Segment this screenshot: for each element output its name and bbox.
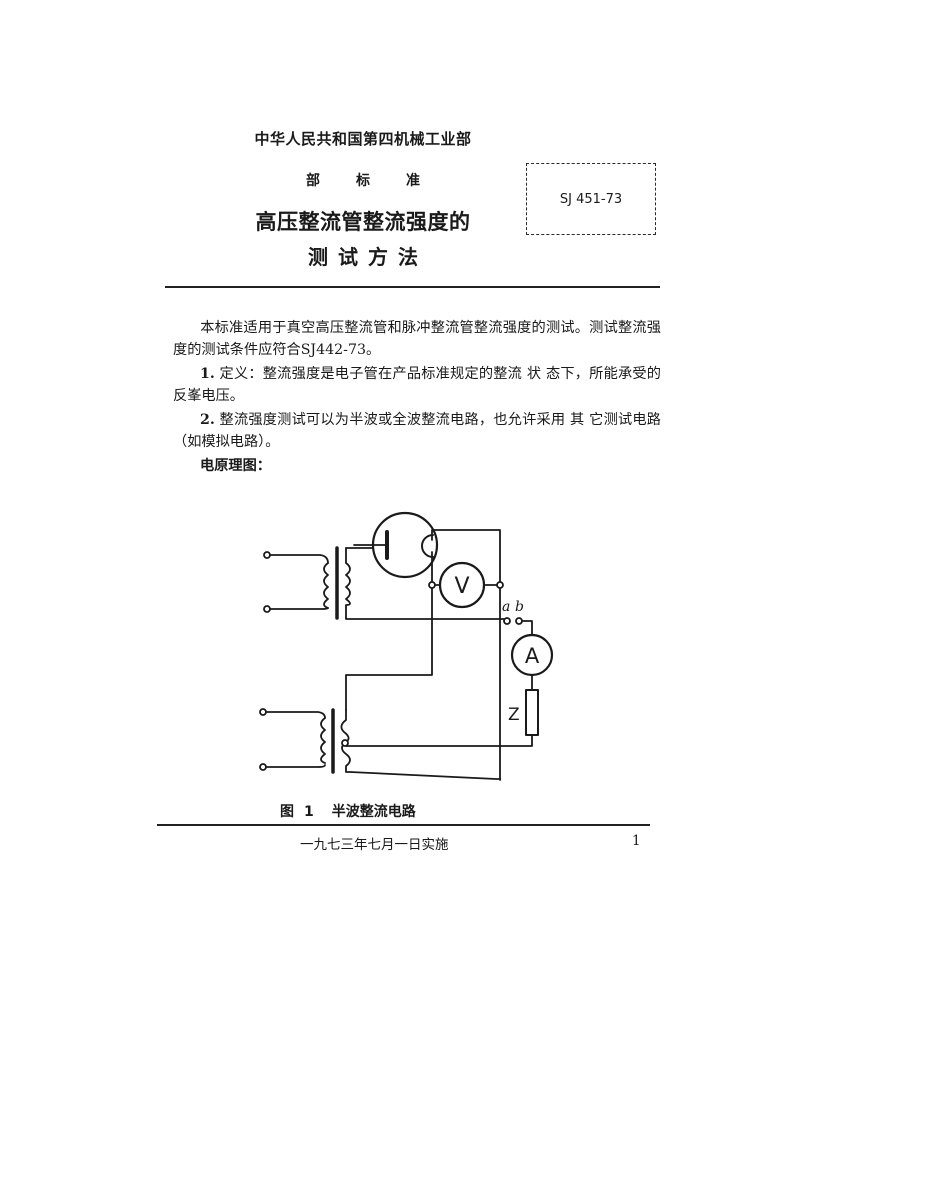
clause-2: 2. 整流强度测试可以为半波或全波整流电路，也允许采用 其 它测试电路（如模拟电… xyxy=(173,409,661,453)
page-number: 1 xyxy=(632,833,641,849)
standard-number: SJ 451-73 xyxy=(559,191,623,207)
effective-date: 一九七三年七月一日实施 xyxy=(300,837,449,853)
issuing-organization: 中华人民共和国第四机械工业部 xyxy=(254,130,472,148)
impedance-label: Z xyxy=(508,705,520,725)
clause-number: 2. xyxy=(200,412,215,428)
header-divider xyxy=(165,286,660,288)
ammeter-label: A xyxy=(525,644,540,668)
clause-text: 定义：整流强度是电子管在产品标准规定的整流 状 态下，所能承受的反峯电压。 xyxy=(173,366,661,404)
clause-number: 1. xyxy=(200,366,215,382)
upper-transformer-icon xyxy=(263,546,351,620)
standard-type-char: 标 xyxy=(356,173,370,189)
voltmeter-icon xyxy=(428,561,504,609)
title-char: 测 xyxy=(308,245,328,269)
clause-1: 1. 定义：整流强度是电子管在产品标准规定的整流 状 态下，所能承受的反峯电压。 xyxy=(173,363,661,407)
lower-transformer-icon xyxy=(259,708,501,780)
figure-label: 图 xyxy=(280,804,294,820)
standard-number-box: SJ 451-73 xyxy=(526,163,656,235)
figure-title: 半波整流电路 xyxy=(331,804,416,820)
terminal-b-label: b xyxy=(515,599,524,615)
diagram-intro: 电原理图： xyxy=(173,455,661,477)
terminal-b xyxy=(515,617,523,625)
document-title-line1: 高压整流管整流强度的 xyxy=(255,210,471,234)
diagram-intro-text: 电原理图： xyxy=(200,458,271,474)
voltmeter-label: V xyxy=(454,574,469,599)
standard-type-char: 部 xyxy=(306,173,320,189)
footer-divider xyxy=(157,824,650,826)
intro-text: 本标准适用于真空高压整流管和脉冲整流管整流强度的测试。测试整流强度的测试条件应符… xyxy=(173,320,661,358)
half-wave-rectifier-circuit-diagram: V a b A Z xyxy=(259,511,554,781)
standard-type-char: 准 xyxy=(406,173,420,189)
title-char: 试 xyxy=(338,245,358,269)
intro-paragraph: 本标准适用于真空高压整流管和脉冲整流管整流强度的测试。测试整流强度的测试条件应符… xyxy=(173,317,661,361)
standard-type: 部标准 xyxy=(228,170,498,190)
figure-number: 1 xyxy=(304,804,314,820)
vacuum-tube-icon xyxy=(353,511,439,579)
impedance-resistor-icon xyxy=(525,689,539,736)
terminal-a-label: a xyxy=(502,599,510,615)
title-char: 法 xyxy=(398,245,418,269)
clause-text: 整流强度测试可以为半波或全波整流电路，也允许采用 其 它测试电路（如模拟电路）。 xyxy=(173,412,661,450)
title-char: 方 xyxy=(368,245,388,269)
document-title-line2: 测试方法 xyxy=(228,241,498,270)
